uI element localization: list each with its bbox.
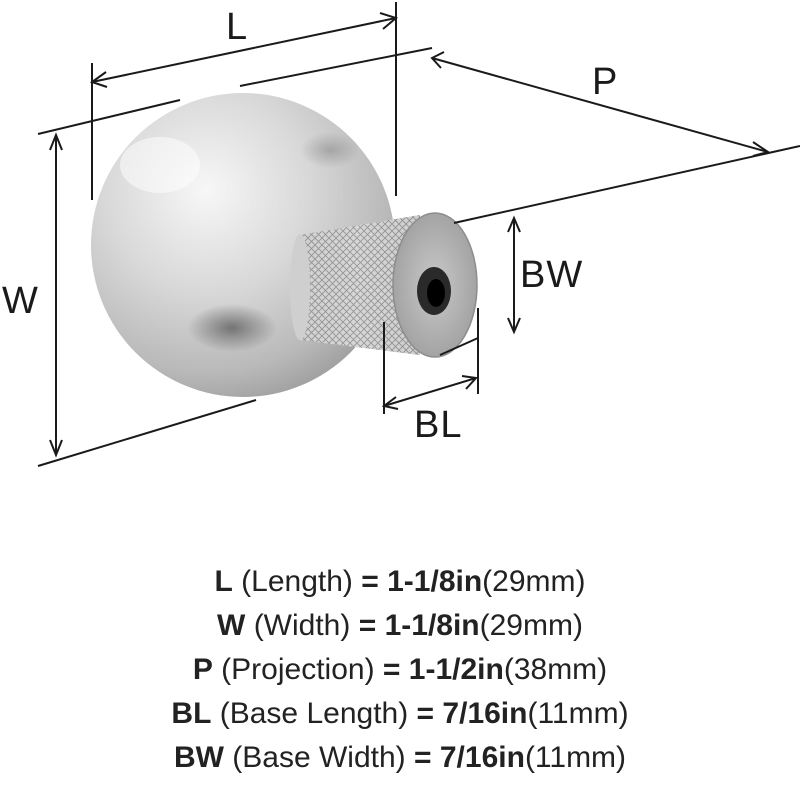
spec-metric: (11mm) [524,741,627,774]
spec-description: (Base Width) [232,741,406,774]
label-base-length: BL [414,404,463,446]
spec-row-projection: P (Projection) = 1-1/2in(38mm) [0,648,800,692]
spec-key: W [217,609,246,642]
label-length: L [226,6,249,48]
knurled-base [290,212,478,358]
spec-equals: = [382,653,401,686]
spec-row-base-width: BW (Base Width) = 7/16in(11mm) [0,736,800,780]
label-projection: P [592,61,619,103]
label-width: W [2,280,39,322]
spec-imperial: 7/16in [442,697,528,730]
spec-key: P [192,653,213,686]
spec-imperial: 1-1/2in [408,653,504,686]
spec-metric: (29mm) [482,565,586,598]
spec-imperial: 7/16in [439,741,525,774]
label-base-width: BW [520,254,584,296]
spec-key: BW [173,741,224,774]
spec-description: (Length) [241,565,353,598]
spec-description: (Projection) [221,653,375,686]
spec-equals: = [361,565,379,598]
dimension-specs: L (Length) = 1-1/8in(29mm) W (Width) = 1… [0,560,800,780]
spec-equals: = [358,609,377,642]
spec-equals: = [416,697,435,730]
spec-row-length: L (Length) = 1-1/8in(29mm) [0,560,800,604]
dimension-lines [37,2,800,467]
spec-metric: (38mm) [503,653,608,686]
spec-description: (Width) [253,609,351,642]
spec-row-width: W (Width) = 1-1/8in(29mm) [0,604,800,648]
knob-dimension-diagram [37,2,800,467]
spec-description: (Base Length) [219,697,409,730]
spec-key: L [214,565,233,598]
spec-imperial: 1-1/8in [384,609,480,642]
spec-equals: = [414,741,432,774]
spec-metric: (11mm) [527,697,629,730]
spec-row-base-length: BL (Base Length) = 7/16in(11mm) [0,692,800,736]
spec-metric: (29mm) [479,609,583,642]
spec-key: BL [171,697,212,730]
spec-imperial: 1-1/8in [387,565,483,598]
